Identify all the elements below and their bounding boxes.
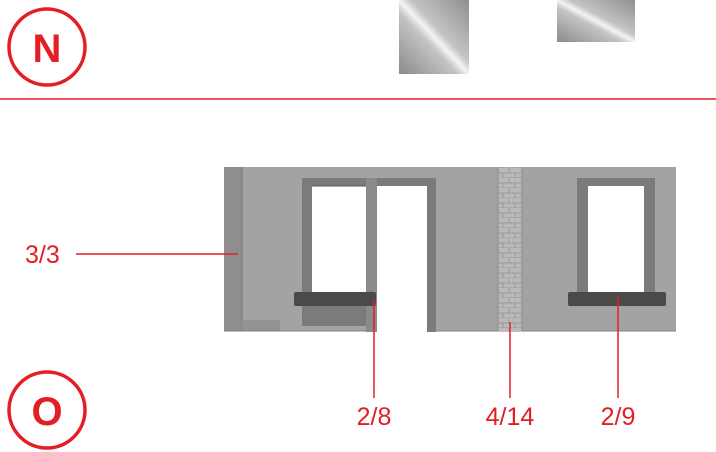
leader-lines xyxy=(76,253,619,398)
step-o-letter: O xyxy=(31,390,62,434)
glass-pane-left xyxy=(399,0,469,74)
brick-pilaster xyxy=(498,167,522,331)
step-o-circle xyxy=(7,370,87,450)
window-right xyxy=(577,178,655,304)
callout-2-8: 2/8 xyxy=(357,403,392,431)
step-n-letter: N xyxy=(33,27,62,71)
door-opening xyxy=(366,178,436,332)
wall-edge-panel xyxy=(224,167,242,331)
step-n-marker: N xyxy=(7,7,87,87)
step-o-marker: O xyxy=(7,370,87,450)
wall-assembly xyxy=(224,167,676,332)
callout-2-9: 2/9 xyxy=(601,403,636,431)
glass-pane-right xyxy=(557,0,635,42)
sill-left xyxy=(294,292,376,306)
step-n-circle xyxy=(7,7,87,87)
glass-parts xyxy=(399,0,635,74)
callout-3-3: 3/3 xyxy=(25,241,60,269)
sill-right xyxy=(568,292,666,306)
callout-4-14: 4/14 xyxy=(486,403,535,431)
